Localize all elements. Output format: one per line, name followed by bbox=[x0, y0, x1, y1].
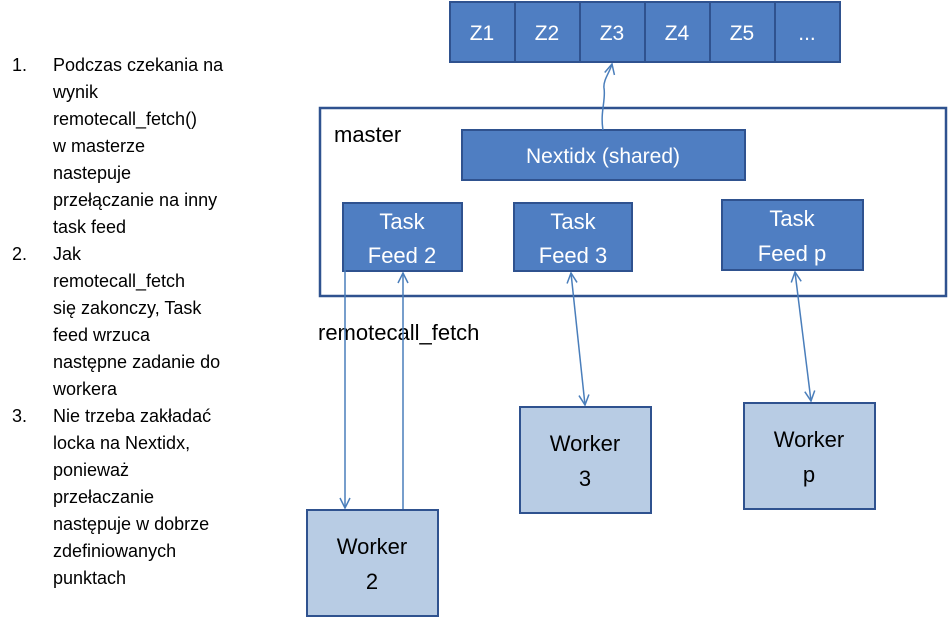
note-item-1: 1. Podczas czekania na wynik remotecall_… bbox=[12, 52, 262, 241]
task-feed-line1: Task bbox=[379, 209, 425, 234]
worker-box bbox=[306, 509, 439, 617]
worker-2: Worker 2 bbox=[306, 509, 439, 617]
queue-label: Z4 bbox=[665, 22, 690, 45]
worker-p: Worker p bbox=[743, 402, 876, 510]
queue-cell bbox=[774, 1, 841, 63]
worker-3: Worker 3 bbox=[519, 406, 652, 514]
queue-cell bbox=[709, 1, 776, 63]
queue-label: Z2 bbox=[535, 22, 560, 45]
queue-cell bbox=[449, 1, 516, 63]
note-line: następuje w dobrze bbox=[53, 514, 210, 534]
note-line: następne zadanie do bbox=[53, 352, 221, 372]
note-line: remotecall_fetch bbox=[53, 271, 186, 291]
task-feed-line2: Feed 2 bbox=[368, 243, 437, 268]
note-line: ponieważ bbox=[53, 460, 130, 480]
task-feed-2: Task Feed 2 bbox=[342, 202, 463, 272]
nextidx-to-queue-arrow bbox=[601, 64, 612, 131]
note-number: 2. bbox=[12, 244, 28, 264]
note-line: Podczas czekania na bbox=[53, 55, 224, 75]
task-feed-p: Task Feed p bbox=[721, 199, 864, 271]
queue-label: Z1 bbox=[470, 22, 495, 45]
note-line: przełaczanie bbox=[53, 487, 155, 507]
worker-box bbox=[519, 406, 652, 514]
note-line: nastepuje bbox=[53, 163, 132, 183]
note-item-2: 2. Jak remotecall_fetch się zakonczy, Ta… bbox=[12, 241, 262, 403]
note-number: 1. bbox=[12, 55, 28, 75]
worker-line2: 3 bbox=[579, 466, 591, 491]
worker-line1: Worker bbox=[337, 534, 408, 559]
feedp-workerp-arrow bbox=[795, 272, 811, 401]
note-line: Jak bbox=[53, 244, 82, 264]
task-feed-line1: Task bbox=[769, 206, 815, 231]
task-feed-box bbox=[342, 202, 463, 272]
note-line: workera bbox=[53, 379, 118, 399]
remotecall-label: remotecall_fetch bbox=[318, 320, 479, 345]
nextidx-label: Nextidx (shared) bbox=[526, 145, 680, 168]
master-label: master bbox=[334, 122, 401, 147]
worker-line2: p bbox=[803, 462, 815, 487]
nextidx-box bbox=[461, 129, 746, 181]
queue-label: ... bbox=[798, 22, 816, 45]
task-feed-line2: Feed p bbox=[758, 241, 827, 266]
note-line: punktach bbox=[53, 568, 127, 588]
notes-list: 1. Podczas czekania na wynik remotecall_… bbox=[12, 52, 262, 592]
task-feed-box bbox=[721, 199, 864, 271]
note-item-3: 3. Nie trzeba zakładać locka na Nextidx,… bbox=[12, 403, 262, 592]
task-feed-line1: Task bbox=[550, 209, 596, 234]
feed3-worker3-arrow bbox=[571, 273, 585, 405]
note-line: w masterze bbox=[53, 136, 146, 156]
note-line: wynik bbox=[53, 82, 99, 102]
queue-cell bbox=[644, 1, 711, 63]
task-feed-3: Task Feed 3 bbox=[513, 202, 633, 272]
note-line: feed wrzuca bbox=[53, 325, 151, 345]
note-line: task feed bbox=[53, 217, 127, 237]
note-line: remotecall_fetch() bbox=[53, 109, 198, 129]
task-feed-line2: Feed 3 bbox=[539, 243, 608, 268]
note-line: Nie trzeba zakładać bbox=[53, 406, 212, 426]
worker-line2: 2 bbox=[366, 569, 378, 594]
note-line: się zakonczy, Task bbox=[53, 298, 202, 318]
queue-label: Z5 bbox=[730, 22, 755, 45]
worker-line1: Worker bbox=[774, 427, 845, 452]
task-queue: Z1 Z2 Z3 Z4 Z5 ... bbox=[449, 1, 841, 63]
note-line: przełączanie na inny bbox=[53, 190, 218, 210]
note-number: 3. bbox=[12, 406, 28, 426]
note-line: zdefiniowanych bbox=[53, 541, 177, 561]
queue-cell bbox=[514, 1, 581, 63]
worker-line1: Worker bbox=[550, 431, 621, 456]
worker-box bbox=[743, 402, 876, 510]
queue-label: Z3 bbox=[600, 22, 625, 45]
task-feed-box bbox=[513, 202, 633, 272]
note-line: locka na Nextidx, bbox=[53, 433, 191, 453]
